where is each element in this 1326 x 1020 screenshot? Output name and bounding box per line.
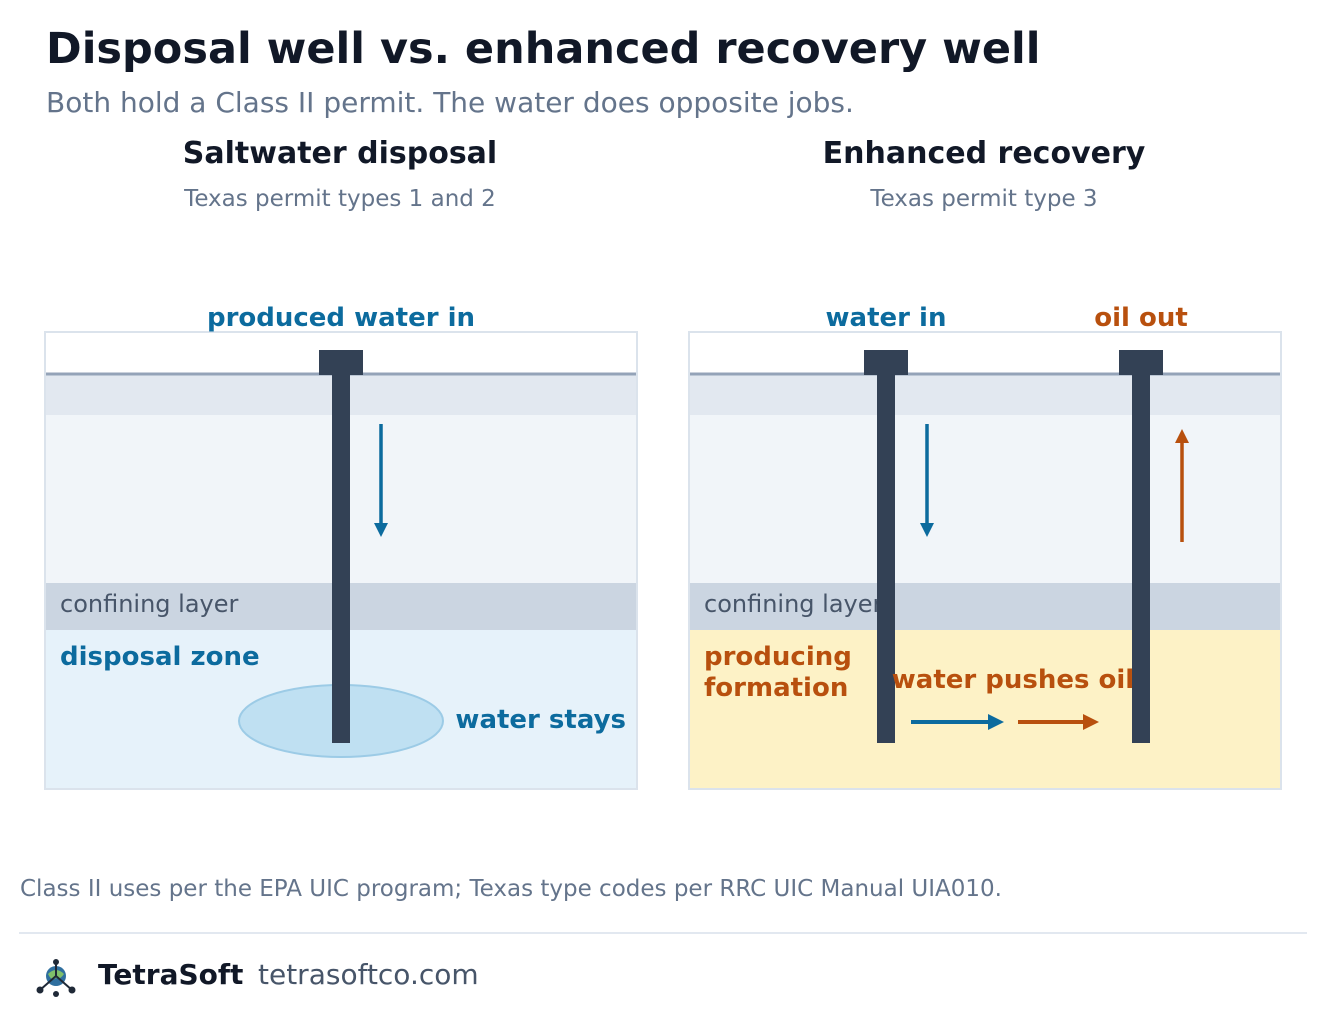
brand-url-link[interactable]: tetrasoftco.com [258,958,479,991]
disposal-panel-subtitle: Texas permit types 1 and 2 [184,186,496,212]
injection-well-casing [877,375,895,743]
recovery-panel: confining layer water in oil out produci… [688,303,1282,790]
disposal-plume-label: water stays [455,705,626,735]
page-title: Disposal well vs. enhanced recovery well [46,24,1041,74]
source-note: Class II uses per the EPA UIC program; T… [20,876,1002,902]
disposal-inflow-label: produced water in [207,303,475,333]
disposal-well-casing [332,375,350,743]
disposal-panel: produced water in confining layer dispos… [44,303,638,790]
recovery-confining-label: confining layer [704,590,883,618]
production-well-casing [1132,375,1150,743]
recovery-panel-subtitle: Texas permit type 3 [870,186,1098,212]
recovery-panel-title: Enhanced recovery [822,136,1146,171]
disposal-wellhead [319,350,363,375]
recovery-zone-label-line1: producing [704,642,852,672]
footer-divider [19,932,1307,934]
recovery-topsoil-layer [690,375,1280,415]
page-subtitle: Both hold a Class II permit. The water d… [46,86,854,119]
brand-name: TetraSoft [98,958,244,991]
disposal-zone-label: disposal zone [60,642,260,672]
disposal-confining-label: confining layer [60,590,239,618]
recovery-sweep-label: water pushes oil [892,665,1134,695]
recovery-zone-label-line2: formation [704,673,848,703]
recovery-producing-formation-layer [690,630,1280,788]
well-diagrams: produced water in confining layer dispos… [44,303,1282,790]
disposal-panel-title: Saltwater disposal [182,136,498,171]
recovery-inflow-label: water in [826,303,947,333]
recovery-panel-border [688,331,1282,790]
disposal-panel-border [44,331,638,790]
recovery-confining-layer [690,583,1280,630]
injection-wellhead [864,350,908,375]
recovery-outflow-label: oil out [1094,303,1188,333]
tetrasoft-logo-icon [36,959,76,997]
recovery-upper-rock-layer [690,415,1280,583]
production-wellhead [1119,350,1163,375]
